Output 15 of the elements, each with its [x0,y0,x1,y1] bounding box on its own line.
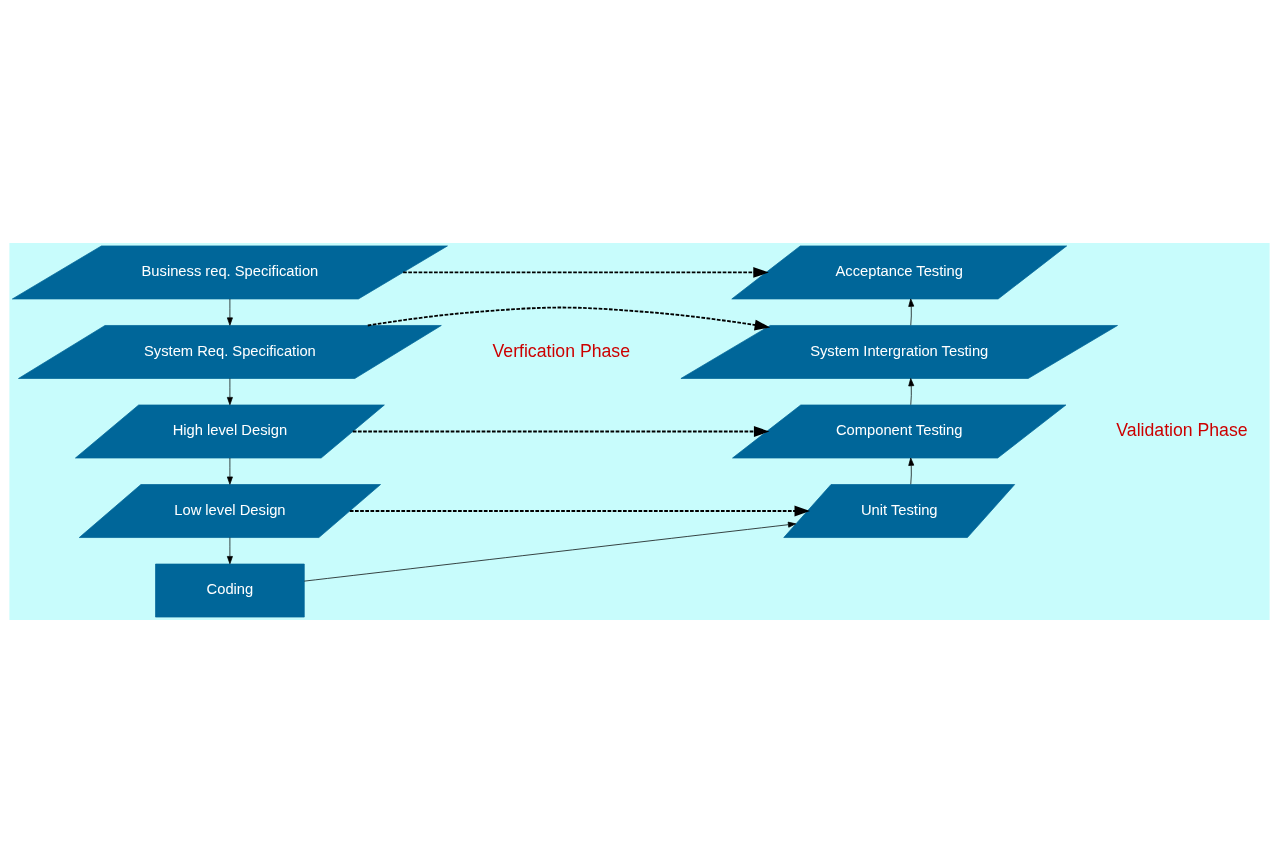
label: Validation Phase [1116,420,1248,441]
arrow [402,267,769,278]
arrow [908,457,915,485]
arrow [226,537,233,565]
arrow [348,505,810,517]
arrow [226,298,233,326]
arrow [226,378,233,406]
arrow [226,457,233,485]
arrow [908,378,915,406]
node-box: Coding [155,563,305,618]
arrow [303,521,797,582]
label: Verfication Phase [492,340,630,361]
arrow [908,298,915,326]
arrow [366,306,771,331]
arrow [351,426,770,437]
